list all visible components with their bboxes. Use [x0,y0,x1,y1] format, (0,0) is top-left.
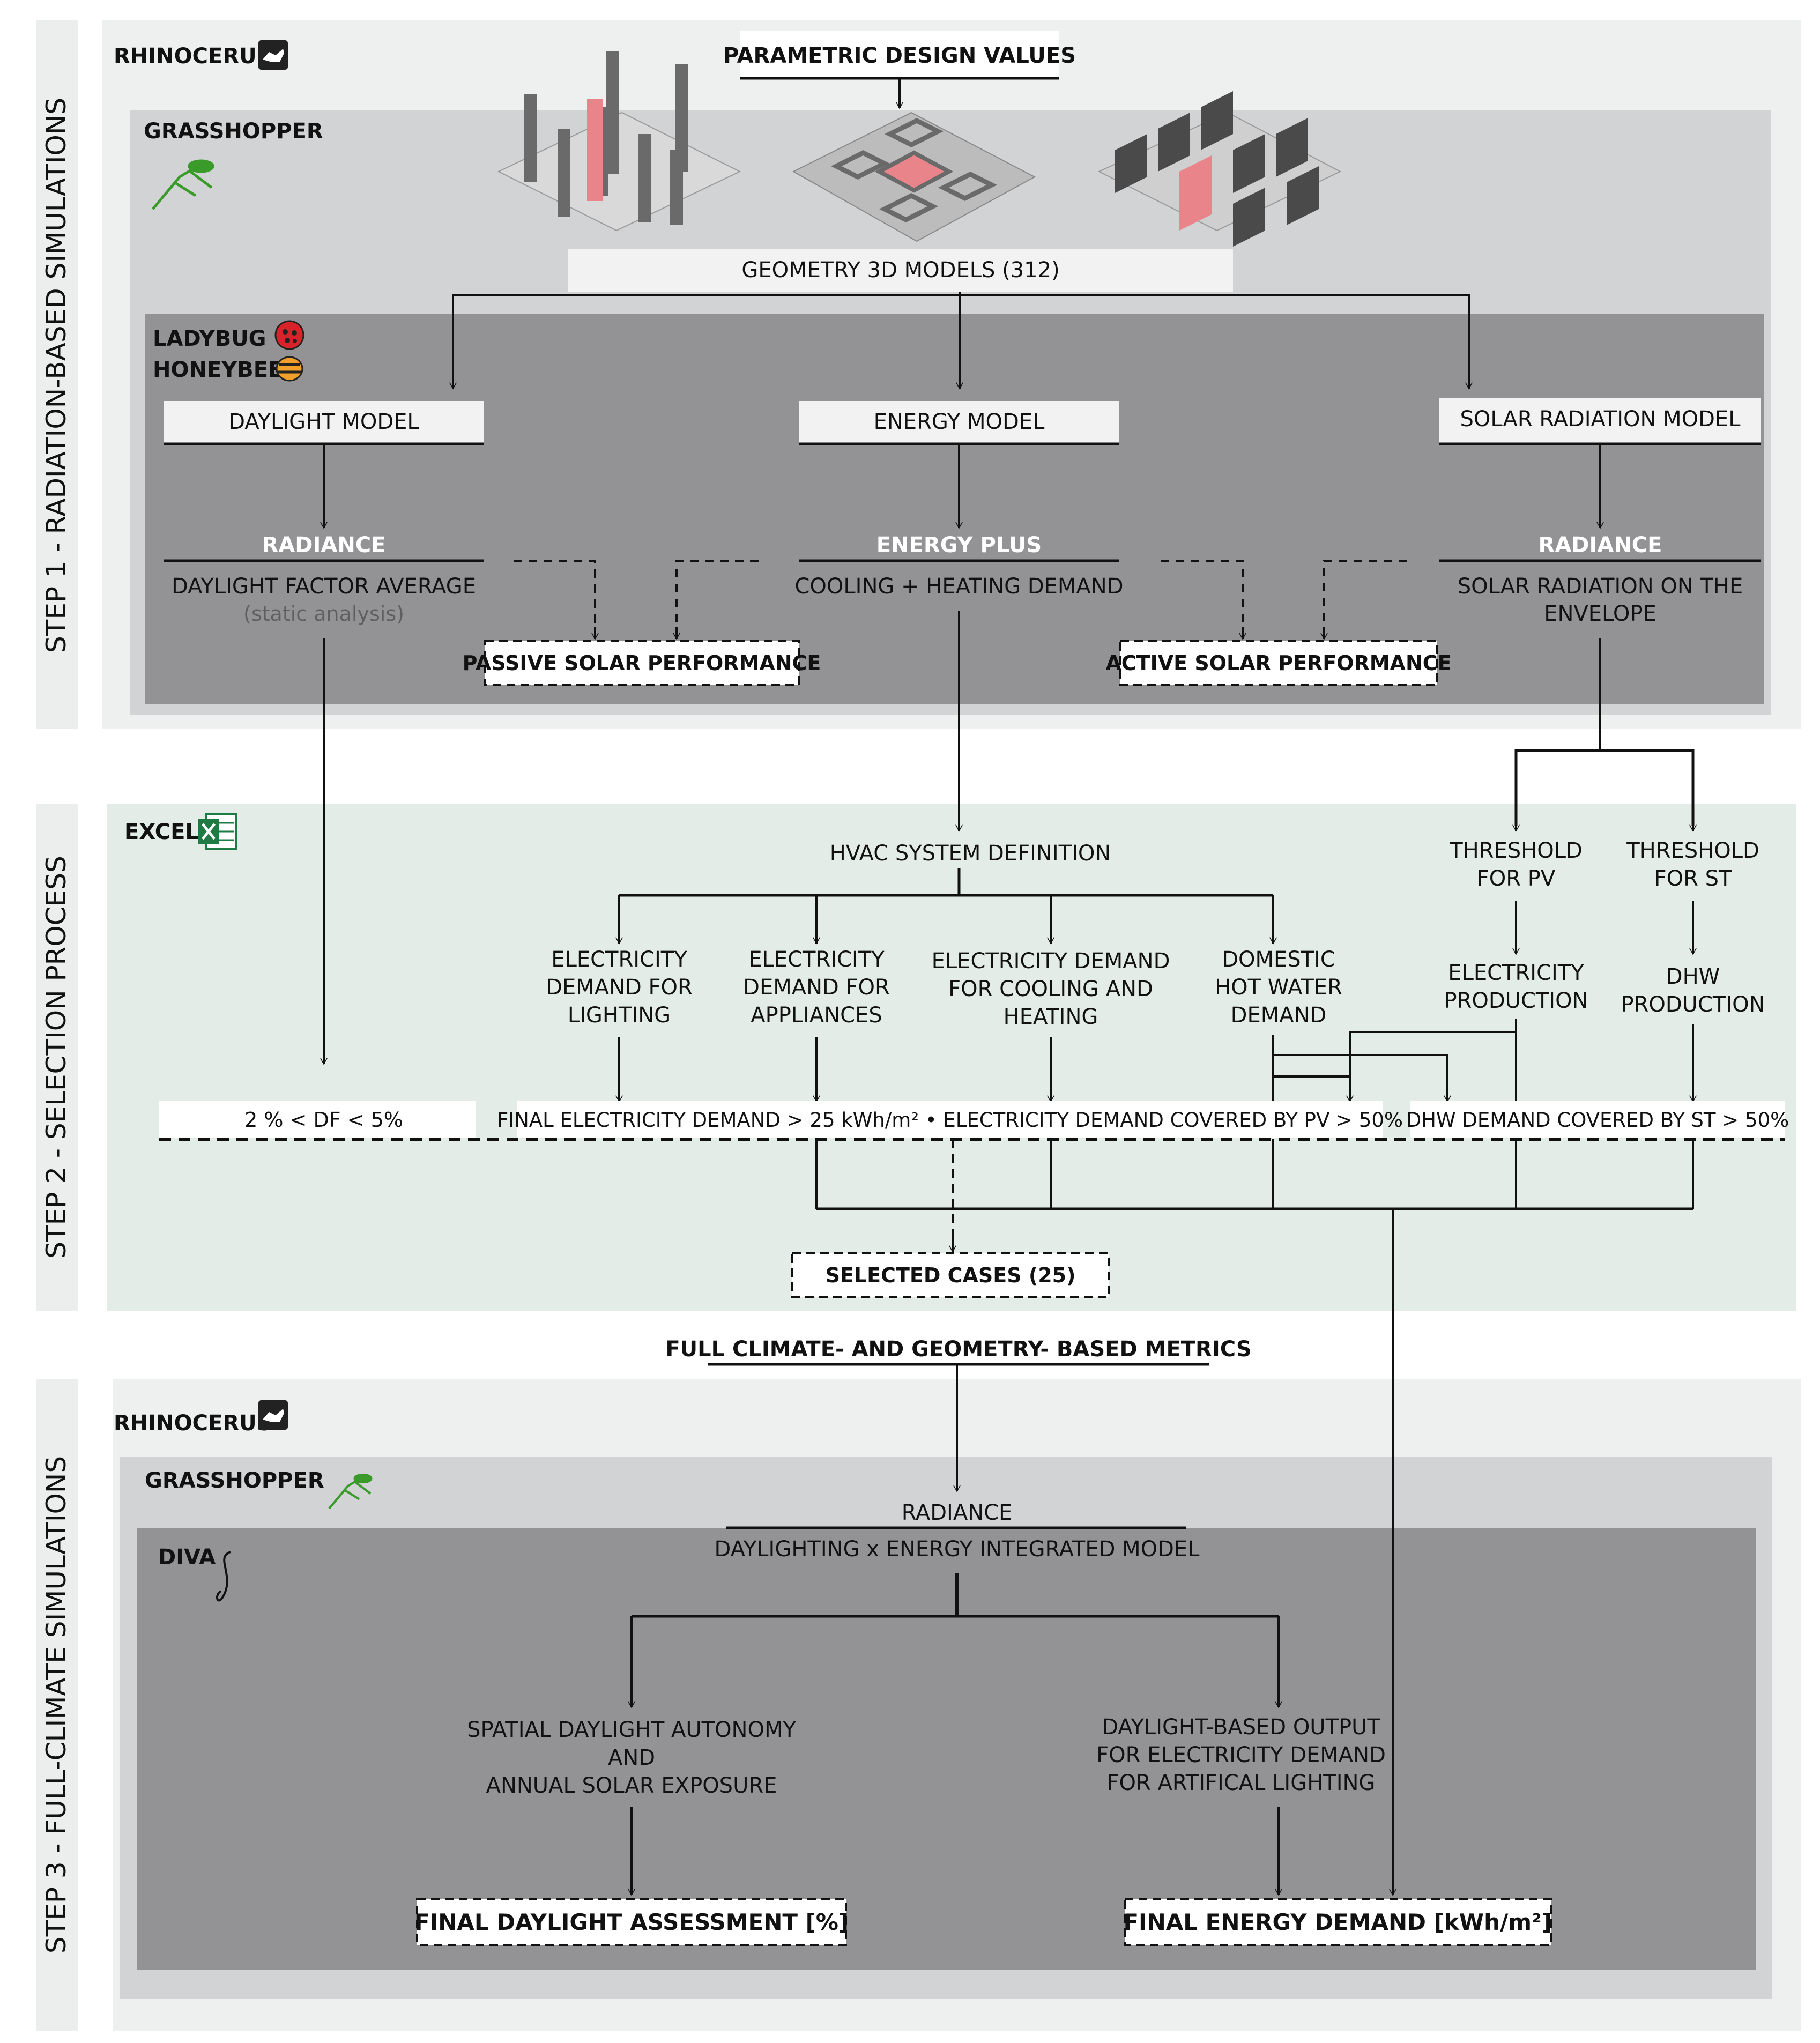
final-electricity-box [517,1101,1383,1138]
final-energy-box [1124,1898,1552,1946]
elec-appliances-line2: DEMAND FOR [743,975,890,1000]
grasshopper-icon [152,159,214,210]
diva-label: DIVA [158,1545,216,1570]
energy-plus-label: ENERGY PLUS [876,533,1042,558]
elec-appliances-line3: APPLIANCES [751,1003,882,1028]
threshold-st-line2: FOR ST [1654,866,1732,891]
df-average-label: DAYLIGHT FACTOR AVERAGE [172,574,476,599]
elec-appliances-line1: ELECTRICITY [748,947,885,972]
elec-production-line2: PRODUCTION [1444,989,1588,1013]
daylight-model-box [164,401,484,444]
step2-side-band [36,804,78,1311]
solar-radiation-label-1: SOLAR RADIATION ON THE [1458,574,1743,599]
radiance-right-label: RADIANCE [1539,533,1662,558]
rhinoceros-label-step3: RHINOCERUS [114,1411,272,1436]
elec-lighting-line2: DEMAND FOR [546,975,693,1000]
integrated-model-label: DAYLIGHTING x ENERGY INTEGRATED MODEL [714,1537,1200,1562]
step3-side-band [36,1379,78,2031]
dhw-demand-line1: DOMESTIC [1222,947,1335,972]
active-solar-label: ACTIVE SOLAR PERFORMANCE [1105,651,1451,675]
elec-cooling-line3: HEATING [1004,1005,1098,1029]
parametric-design-label: PARAMETRIC DESIGN VALUES [723,43,1076,68]
step3-label: STEP 3 - FULL-CLIMATE SIMULATIONS [41,1456,72,1953]
radiance-step3-label: RADIANCE [902,1500,1013,1525]
honeybee-label: HONEYBEE [153,358,283,382]
step1-side-band [36,20,78,729]
threshold-st-line1: THRESHOLD [1626,838,1759,863]
dhw-demand-line2: HOT WATER [1215,975,1342,1000]
excel-icon [198,813,237,850]
ladybug-icon [274,320,304,350]
energy-model-box [799,401,1119,444]
passive-solar-label: PASSIVE SOLAR PERFORMANCE [463,651,821,675]
daylight-output-line3: FOR ARTIFICAL LIGHTING [1107,1771,1376,1795]
parametric-design-box [740,31,1059,78]
elec-lighting-line1: ELECTRICITY [551,947,687,972]
grasshopper-label-step3: GRASSHOPPER [145,1468,324,1493]
diva-icon [216,1551,231,1602]
dhw-production-line1: DHW [1666,964,1720,989]
daylight-model-label: DAYLIGHT MODEL [228,410,419,434]
energy-model-label: ENERGY MODEL [874,410,1045,434]
rhino-icon-step3 [258,1400,288,1430]
tower-model-icon [497,51,741,232]
sda-line3: ANNUAL SOLAR EXPOSURE [486,1773,777,1798]
final-electricity-label: FINAL ELECTRICITY DEMAND > 25 kWh/m² • E… [497,1109,1403,1132]
cooling-heating-label: COOLING + HEATING DEMAND [795,574,1124,599]
passive-solar-box [484,640,800,686]
static-analysis-label: (static analysis) [243,602,404,626]
final-daylight-box [416,1898,847,1946]
step2-label: STEP 2 - SELECTION PROCESS [41,856,72,1258]
step1-label: STEP 1 - RADIATION-BASED SIMULATIONS [41,98,72,653]
hvac-label: HVAC SYSTEM DEFINITION [830,841,1111,866]
df-range-box [159,1101,476,1138]
slab-model-icon [1097,91,1342,247]
grasshopper-label-step1: GRASSHOPPER [144,119,323,144]
dhw-demand-line3: DEMAND [1231,1003,1327,1028]
daylight-output-line2: FOR ELECTRICITY DEMAND [1096,1743,1386,1767]
honeybee-icon [276,356,303,382]
threshold-pv-line2: FOR PV [1477,866,1556,891]
excel-panel [107,804,1796,1311]
selected-cases-box [791,1252,1110,1298]
elec-lighting-line3: LIGHTING [568,1003,671,1028]
elec-production-line1: ELECTRICITY [1448,961,1584,985]
geometry-label: GEOMETRY 3D MODELS (312) [741,258,1059,283]
diva-panel [137,1528,1756,1970]
full-metrics-label: FULL CLIMATE- AND GEOMETRY- BASED METRIC… [665,1337,1251,1362]
solar-radiation-label-2: ENVELOPE [1544,601,1656,626]
excel-label: EXCEL [124,820,199,844]
threshold-pv-line1: THRESHOLD [1449,838,1583,863]
sda-line2: AND [608,1745,655,1770]
solar-model-label: SOLAR RADIATION MODEL [1460,407,1741,432]
ladybug-label: LADYBUG [153,326,266,351]
final-daylight-label: FINAL DAYLIGHT ASSESSMENT [%] [414,1909,849,1935]
elec-cooling-line2: FOR COOLING AND [948,977,1153,1001]
solar-model-box [1439,398,1761,444]
ladybug-panel [145,314,1764,704]
elec-cooling-line1: ELECTRICITY DEMAND [932,949,1170,974]
selected-cases-label: SELECTED CASES (25) [826,1264,1076,1287]
sda-line1: SPATIAL DAYLIGHT AUTONOMY [467,1718,796,1742]
courtyard-model-icon [792,112,1036,242]
final-energy-label: FINAL ENERGY DEMAND [kWh/m²] [1123,1909,1551,1935]
grasshopper-icon-step3 [328,1473,373,1510]
rhino-icon [258,40,288,70]
dhw-covered-box [1410,1101,1785,1138]
df-range-label: 2 % < DF < 5% [244,1108,403,1132]
dhw-covered-label: DHW DEMAND COVERED BY ST > 50% [1406,1109,1789,1132]
geometry-box [568,249,1233,292]
active-solar-box [1119,640,1438,686]
rhinoceros-label-step1: RHINOCERUS [114,44,272,69]
daylight-output-line1: DAYLIGHT-BASED OUTPUT [1102,1715,1380,1740]
dhw-production-line2: PRODUCTION [1621,992,1765,1017]
radiance-left-label: RADIANCE [262,533,386,558]
